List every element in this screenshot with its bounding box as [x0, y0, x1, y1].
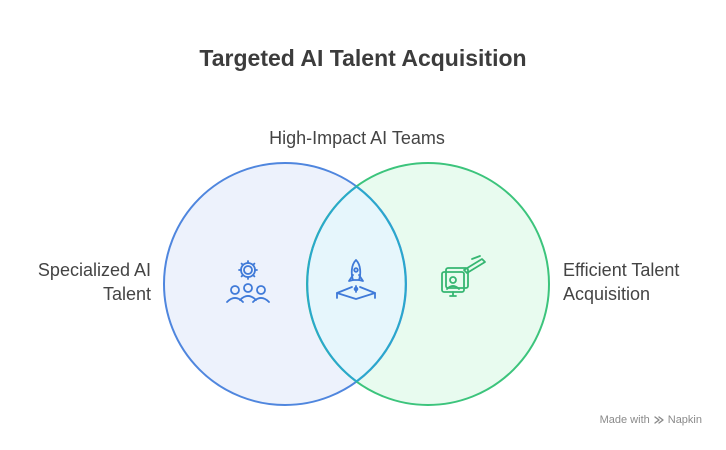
watermark-prefix: Made with: [599, 414, 650, 426]
intersection-outline-left: [306, 185, 358, 383]
right-set-label-line-1: Efficient Talent: [563, 260, 680, 280]
made-with-napkin-watermark: Made with Napkin: [600, 414, 702, 426]
watermark-brand: Napkin: [667, 414, 702, 426]
left-set-label-line-1: Specialized AI: [37, 260, 151, 280]
intersection-label-text: High-Impact AI Teams: [269, 128, 445, 148]
right-set-label: Efficient Talent Acquisition: [563, 258, 723, 306]
left-set-label: Specialized AI Talent: [10, 258, 151, 306]
rocket-launch-icon: [336, 259, 376, 300]
intersection-outline-right: [355, 185, 407, 383]
screen-user-pen-icon: [441, 255, 486, 297]
napkin-logo-icon: [654, 416, 664, 424]
left-set-label-line-2: Talent: [102, 284, 151, 304]
diagram-title: Targeted AI Talent Acquisition: [199, 45, 527, 71]
intersection-region: [307, 163, 406, 405]
intersection-label: High-Impact AI Teams: [0, 126, 714, 150]
right-set-label-line-2: Acquisition: [563, 284, 651, 304]
team-gear-icon: [226, 260, 270, 303]
